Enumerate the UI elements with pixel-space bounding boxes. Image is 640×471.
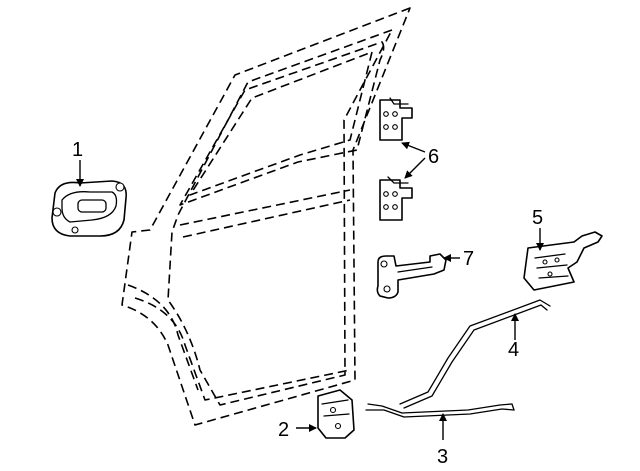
- callout-5: 5: [532, 207, 543, 229]
- callout-labels: 1 2 3 4 5 6 7: [72, 139, 543, 468]
- callout-3: 3: [437, 446, 448, 468]
- door-hinges: [379, 97, 413, 221]
- lock-module: [523, 231, 603, 291]
- callout-2: 2: [278, 419, 289, 441]
- leader-6a: [401, 141, 426, 153]
- outside-handle: [51, 180, 128, 237]
- door-outline: [121, 7, 411, 426]
- latch-rods: [365, 403, 515, 418]
- callout-6: 6: [428, 146, 439, 168]
- callout-7: 7: [463, 248, 474, 270]
- door-check: [376, 253, 447, 299]
- door-latch: [317, 389, 355, 439]
- leader-6b: [404, 157, 426, 179]
- callout-1: 1: [72, 139, 83, 161]
- leader-lines: [76, 141, 544, 440]
- callout-4: 4: [508, 339, 519, 361]
- lock-rod: [399, 299, 551, 409]
